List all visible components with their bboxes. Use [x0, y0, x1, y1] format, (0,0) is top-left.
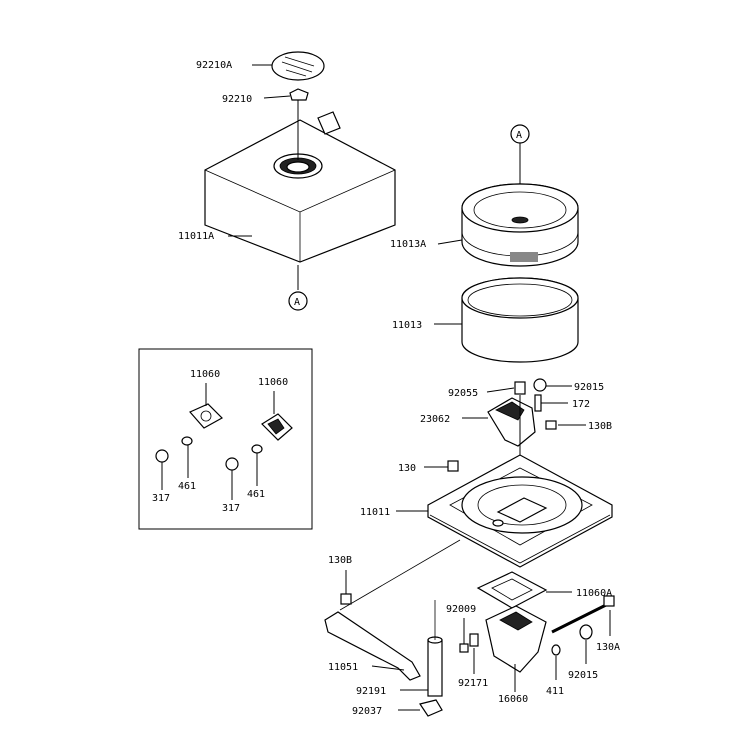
bolt-130 [447, 460, 459, 472]
label-11011: 11011 [360, 507, 390, 518]
air-cleaner-cover [204, 111, 396, 263]
inset-nut-317-left [155, 449, 169, 463]
bracket-11051 [324, 611, 421, 681]
label-92191: 92191 [356, 686, 386, 697]
label-130B-top: 130B [588, 421, 612, 432]
clip-92037 [419, 699, 443, 717]
wing-nut-92210 [289, 88, 309, 160]
label-11013A: 11013A [390, 239, 426, 250]
bolt-130B-top [545, 420, 557, 430]
label-23062: 23062 [420, 414, 450, 425]
elbow-16060 [485, 605, 547, 673]
label-11011A: 11011A [178, 231, 214, 242]
inset-nut-317-right [225, 457, 239, 471]
grommet-92171 [469, 633, 479, 647]
label-ref-a-left: A [294, 297, 300, 308]
label-inset-11060-right: 11060 [258, 377, 288, 388]
label-92210: 92210 [222, 94, 252, 105]
label-92037: 92037 [352, 706, 382, 717]
label-inset-461-left: 461 [178, 481, 196, 492]
label-inset-317-right: 317 [222, 503, 240, 514]
ref-circle-a-left [288, 291, 308, 311]
pipe-92191 [427, 636, 443, 697]
inset-gasket-right [261, 413, 293, 441]
bolt-130A [551, 595, 615, 634]
collar-92055 [514, 381, 526, 395]
label-11013: 11013 [392, 320, 422, 331]
washer-411 [551, 644, 561, 656]
label-92055: 92055 [448, 388, 478, 399]
label-411: 411 [546, 686, 564, 697]
label-ref-a-right: A [516, 130, 522, 141]
label-92009: 92009 [446, 604, 476, 615]
inset-washer-461-right [251, 444, 263, 454]
label-11060A: 11060A [576, 588, 612, 599]
bolt-130B-lower [340, 593, 352, 605]
stud-172 [534, 394, 542, 412]
gasket-11060A [476, 571, 548, 609]
label-92210A: 92210A [196, 60, 232, 71]
label-172: 172 [572, 399, 590, 410]
label-16060: 16060 [498, 694, 528, 705]
nut-92015-lower [579, 624, 593, 640]
cap-92210A [271, 51, 325, 81]
label-92015-lower: 92015 [568, 670, 598, 681]
inset-washer-461-left [181, 436, 193, 446]
label-130A: 130A [596, 642, 620, 653]
air-cleaner-element-11013A [461, 183, 579, 267]
label-inset-317-left: 317 [152, 493, 170, 504]
screw-92009 [459, 643, 469, 653]
inset-gasket-left [189, 403, 223, 429]
label-11051: 11051 [328, 662, 358, 673]
label-130B-lower: 130B [328, 555, 352, 566]
bracket-23062 [487, 397, 536, 447]
label-92171: 92171 [458, 678, 488, 689]
label-130: 130 [398, 463, 416, 474]
air-cleaner-base-11011 [427, 454, 613, 568]
label-inset-11060-left: 11060 [190, 369, 220, 380]
pre-cleaner-11013 [461, 277, 579, 363]
inset-box [138, 348, 313, 530]
nut-92015-top [533, 378, 547, 392]
label-inset-461-right: 461 [247, 489, 265, 500]
label-92015-top: 92015 [574, 382, 604, 393]
